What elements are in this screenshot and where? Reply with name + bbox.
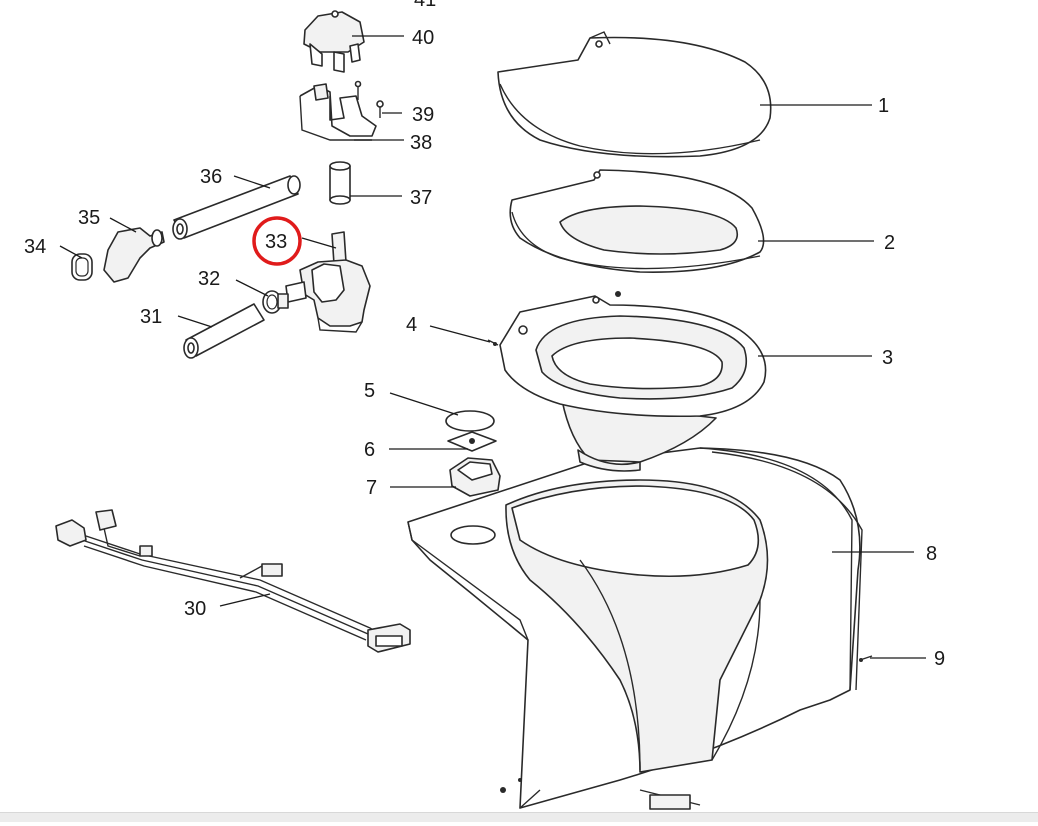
part-7-flange xyxy=(449,457,501,497)
callout-37: 37 xyxy=(410,187,432,209)
part-37-hose xyxy=(329,161,351,205)
callout-3: 3 xyxy=(882,347,893,369)
callout-4: 4 xyxy=(406,314,417,336)
part-2-seat xyxy=(509,169,765,273)
callout-7: 7 xyxy=(366,477,377,499)
callout-38: 38 xyxy=(410,132,432,154)
part-5-seal xyxy=(445,410,495,432)
part-32-clamp xyxy=(262,290,289,314)
part-1-lid xyxy=(497,31,772,158)
part-39-screw xyxy=(354,80,384,118)
callout-34: 34 xyxy=(24,236,46,258)
callout-5: 5 xyxy=(364,380,375,402)
part-34-clip xyxy=(71,253,93,281)
callout-31: 31 xyxy=(140,306,162,328)
part-8-base-shroud xyxy=(407,447,863,810)
callout-9: 9 xyxy=(934,648,945,670)
callout-40: 40 xyxy=(412,27,434,49)
part-9-screw xyxy=(859,655,873,662)
callout-30: 30 xyxy=(184,598,206,620)
callout-8: 8 xyxy=(926,543,937,565)
part-30-wiring-harness xyxy=(55,509,411,653)
callout-32: 32 xyxy=(198,268,220,290)
bottom-scrollbar-strip[interactable] xyxy=(0,812,1038,822)
part-35-elbow xyxy=(103,227,165,283)
part-40-valve-cap xyxy=(303,10,365,73)
callout-36: 36 xyxy=(200,166,222,188)
part-31-hose xyxy=(183,303,265,359)
part-36-hose xyxy=(172,175,301,240)
callout-2: 2 xyxy=(884,232,895,254)
callout-41: 41 xyxy=(414,0,436,11)
part-6-gasket xyxy=(447,431,497,452)
part-38-bracket xyxy=(299,83,377,141)
callout-33: 33 xyxy=(265,231,287,253)
callout-1: 1 xyxy=(878,95,889,117)
callout-39: 39 xyxy=(412,104,434,126)
part-3-bowl xyxy=(499,295,767,472)
callout-labels: 41 40 39 38 37 36 35 34 33 32 31 30 1 2 … xyxy=(24,0,945,670)
callout-6: 6 xyxy=(364,439,375,461)
callout-35: 35 xyxy=(78,207,100,229)
highlight-circle xyxy=(252,216,302,266)
leader-lines xyxy=(59,35,926,659)
part-4-screw xyxy=(487,339,499,346)
